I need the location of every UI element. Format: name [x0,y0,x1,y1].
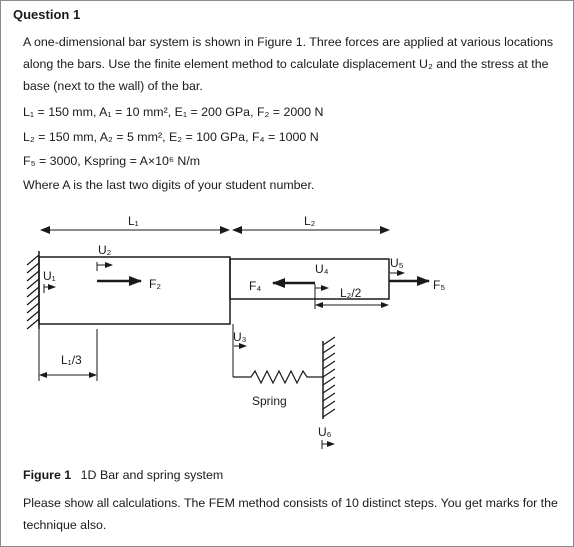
bar-1 [38,256,231,325]
figure-caption: Figure 1 1D Bar and spring system [23,468,223,482]
params-line-3: F₅ = 3000, Kspring = A×10⁶ N/m [23,154,201,168]
figure-caption-label: Figure 1 [23,468,72,482]
label-u5: U₅ [390,256,404,270]
label-l2-half: L₂/2 [340,286,362,300]
label-l1-third: L₁/3 [61,353,82,367]
right-wall [322,336,336,419]
label-f4: F₄ [249,279,261,293]
force-f4: F₄ [249,278,315,293]
spring: Spring [233,369,323,408]
question-intro: A one-dimensional bar system is shown in… [23,35,554,93]
label-u4: U₄ [315,262,329,276]
left-wall [26,251,40,330]
student-number-note: Where A is the last two digits of your s… [23,178,315,192]
figure-caption-text: 1D Bar and spring system [80,468,224,482]
label-u3: U₃ [233,330,247,344]
force-f2: F₂ [97,276,161,291]
label-spring: Spring [252,394,287,408]
length-dimension-top: L₁ L₂ [40,214,390,234]
force-f5: F₅ [389,276,445,292]
label-l1: L₁ [128,214,139,228]
l1-third-dimension: L₁/3 [38,324,98,381]
label-l2: L₂ [304,214,316,228]
u6-node: U₆ [318,425,335,449]
params-line-2: L₂ = 150 mm, A₂ = 5 mm², E₂ = 100 GPa, F… [23,130,319,144]
label-u1: U₁ [43,269,56,283]
bar-2 [229,258,390,300]
u1-node: U₁ [43,269,56,293]
u3-node: U₃ [232,324,247,377]
question-heading: Question 1 [13,7,81,22]
u5-node: U₅ [390,256,405,276]
instructions-footer: Please show all calculations. The FEM me… [23,496,558,532]
label-f5: F₅ [433,278,445,292]
u4-node: U₄ [314,262,329,293]
label-u2: U₂ [98,243,112,257]
l2-half-dimension: L₂/2 [314,286,389,309]
u2-node: U₂ [96,243,113,271]
params-line-1: L₁ = 150 mm, A₁ = 10 mm², E₁ = 200 GPa, … [23,105,324,119]
bar-system-figure: L₁ L₂ U₁ U₂ F₂ [26,214,445,449]
label-u6: U₆ [318,425,332,439]
label-f2: F₂ [149,277,161,291]
